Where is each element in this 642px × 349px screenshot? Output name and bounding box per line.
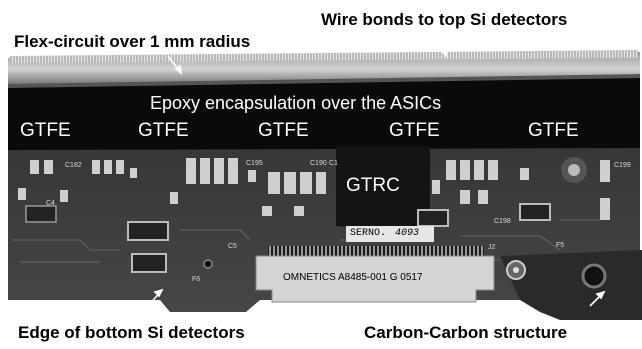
component-designator: C182 <box>65 162 82 169</box>
component-designator: C190 <box>310 160 327 167</box>
gtfe-label-2: GTFE <box>138 120 189 141</box>
caption-flex-circuit: Flex-circuit over 1 mm radius <box>14 32 251 51</box>
annotation-arrows <box>147 39 606 307</box>
carbon-structure-shape <box>500 250 642 320</box>
caption-carbon-structure: Carbon-Carbon structure <box>364 323 568 342</box>
component-designator: C1 <box>329 160 338 167</box>
serno-sticker <box>346 226 434 242</box>
gtrc-label: GTRC <box>346 175 400 196</box>
gtfe-label-3: GTFE <box>258 120 309 141</box>
caption-wire-bonds: Wire bonds to top Si detectors <box>321 10 568 29</box>
omnetics-connector <box>255 255 495 303</box>
connector-pins <box>268 246 484 256</box>
component-designator: C4 <box>46 200 55 207</box>
wire-bond-strip <box>10 50 638 63</box>
component-designator: F5 <box>556 242 565 249</box>
connector-label: OMNETICS A8485-001 G 0517 <box>283 272 423 283</box>
carbon-hole <box>581 263 607 289</box>
gtfe-label-4: GTFE <box>389 120 440 141</box>
gtfe-label-5: GTFE <box>528 120 579 141</box>
component-designator: C5 <box>228 243 237 250</box>
component-designator: F6 <box>192 276 201 283</box>
component-designator: J2 <box>488 244 496 251</box>
ferrite-components <box>25 203 551 273</box>
epoxy-band <box>8 78 640 150</box>
mounting-pad <box>561 157 587 183</box>
gtrc-chip <box>336 146 430 232</box>
component-pads <box>18 158 610 220</box>
gtfe-label-1: GTFE <box>20 120 71 141</box>
component-designator: C199 <box>614 162 631 169</box>
component-designator: C198 <box>494 218 511 225</box>
component-designator: C195 <box>246 160 263 167</box>
caption-edge-bottom-si: Edge of bottom Si detectors <box>18 323 245 342</box>
epoxy-label: Epoxy encapsulation over the ASICs <box>150 93 442 113</box>
serno-label: SERNO. <box>350 228 387 239</box>
serno-value: 4093 <box>395 228 420 239</box>
